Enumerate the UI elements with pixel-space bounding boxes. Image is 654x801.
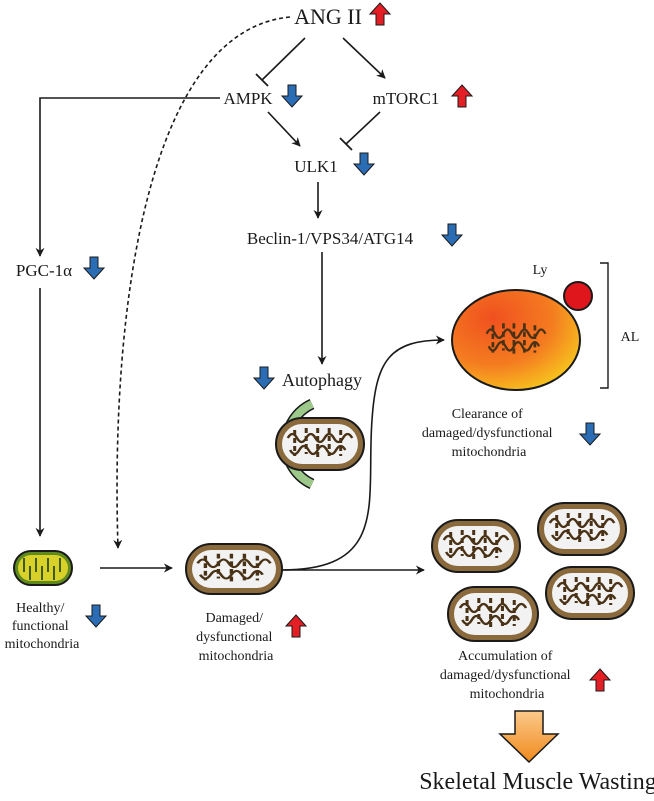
pgc1a-decrease-icon — [82, 256, 106, 280]
lysosome-label: Ly — [533, 263, 548, 278]
clearance-decrease-icon — [578, 422, 602, 446]
mtorc1-increase-icon — [450, 84, 474, 108]
accumulated-mitochondria-icon — [431, 502, 635, 642]
autophagosome-icon — [451, 289, 581, 391]
healthy-mito-caption: Healthy/ functional mitochondria — [5, 601, 80, 652]
damaged-to-clearance-arrow — [281, 335, 445, 571]
damaged-mitochondrion-icon — [185, 543, 283, 595]
damaged-mito-caption: Damaged/ dysfunctional mitochondria — [196, 611, 276, 664]
ulk1-label: ULK1 — [294, 157, 337, 176]
autolysosome-bracket — [600, 262, 609, 389]
accumulation-caption: Accumulation of damaged/dysfunctional mi… — [440, 649, 574, 702]
ampk-decrease-icon — [280, 84, 304, 108]
ampk-to-pgc1a-arrow — [35, 97, 220, 257]
ulk1-inhibit-bar — [339, 137, 353, 151]
autolysosome-label: AL — [621, 330, 640, 345]
accumulation-increase-icon — [588, 668, 612, 692]
lysosome-icon — [563, 281, 593, 311]
beclin-complex-label: Beclin-1/VPS34/ATG14 — [247, 229, 414, 248]
outcome-label: Skeletal Muscle Wasting — [419, 769, 654, 795]
ang2-inhibits-ampk — [261, 37, 306, 81]
ang2-increase-icon — [368, 2, 392, 26]
autophagy-label: Autophagy — [282, 370, 362, 390]
autophagy-decrease-icon — [252, 366, 276, 390]
ampk-label: AMPK — [223, 89, 273, 108]
ampk-activates-ulk1-arrow — [267, 111, 301, 147]
ang2-to-damaged-dashed-arrow — [113, 16, 291, 549]
beclin-decrease-icon — [440, 223, 464, 247]
damaged-increase-icon — [284, 614, 308, 638]
outcome-down-arrow-icon — [498, 710, 560, 764]
mtorc1-inhibits-ulk1 — [345, 111, 381, 145]
mtorc1-label: mTORC1 — [373, 89, 440, 108]
ang2-activates-mtorc1-arrow — [342, 37, 386, 79]
healthy-mitochondrion-icon — [13, 550, 73, 586]
ulk1-decrease-icon — [352, 152, 376, 176]
healthy-decrease-icon — [84, 604, 108, 628]
pgc1a-label: PGC-1α — [16, 261, 72, 280]
phagophore-mito-icon — [275, 399, 365, 489]
clearance-caption: Clearance of damaged/dysfunctional mitoc… — [422, 407, 556, 460]
ang2-label: ANG II — [294, 4, 362, 29]
ampk-inhibit-bar — [255, 73, 269, 87]
